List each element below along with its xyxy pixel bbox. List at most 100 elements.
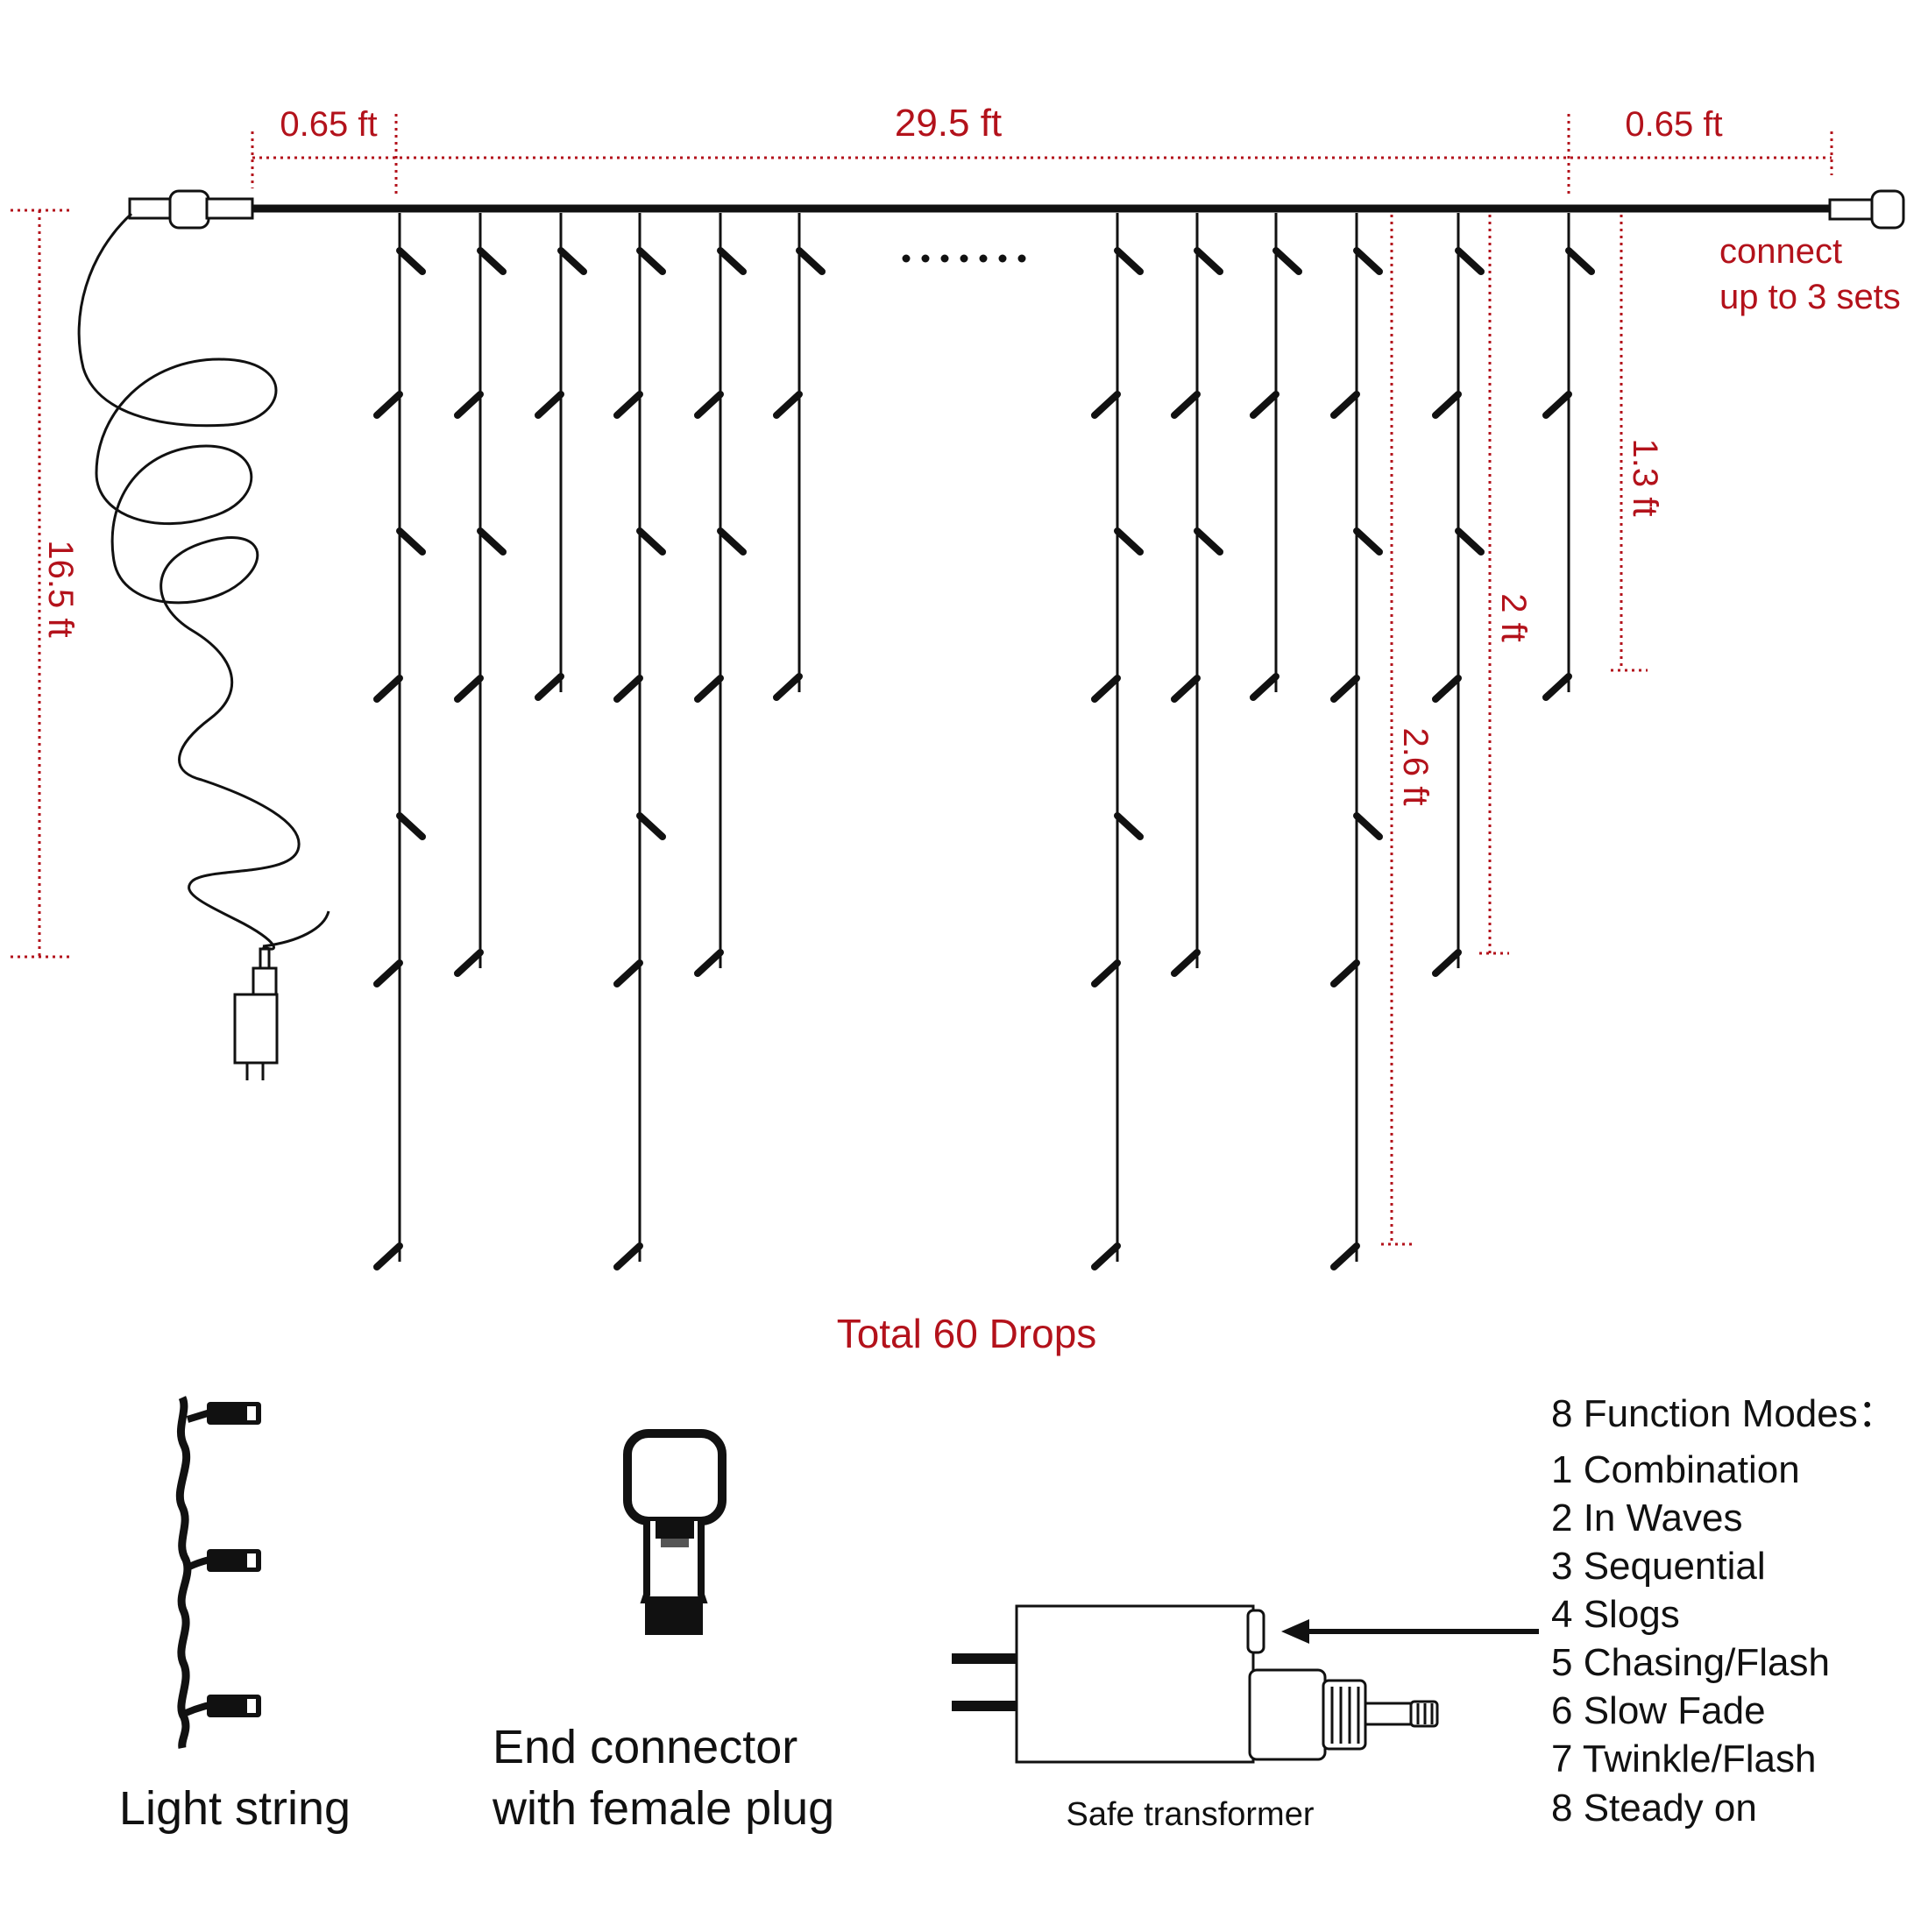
drop-bulb xyxy=(1091,959,1121,987)
transformer-mode-button xyxy=(1246,1609,1265,1654)
drop-bulb xyxy=(1171,675,1201,703)
drop-bulb xyxy=(373,1242,403,1270)
drop-bulb xyxy=(1250,391,1279,419)
drop-bulb xyxy=(1091,675,1121,703)
drop-bulb xyxy=(1353,247,1383,275)
function-mode-item: 6 Slow Fade xyxy=(1551,1689,1766,1732)
drop-bulb xyxy=(613,1242,643,1270)
light-drops xyxy=(373,213,1595,1270)
ellipsis-dot xyxy=(1017,254,1026,263)
ellipsis-dot xyxy=(940,254,949,263)
drop-bulb xyxy=(613,391,643,419)
ellipsis-dot xyxy=(979,254,988,263)
drop-bulb xyxy=(454,949,484,977)
drop-bulb xyxy=(535,673,564,701)
cord-end-plug xyxy=(233,947,279,1080)
function-mode-item: 2 In Waves xyxy=(1551,1497,1742,1539)
end-connector-plug xyxy=(645,1600,703,1635)
light-bulb-tip xyxy=(247,1699,256,1713)
drop-bulb xyxy=(773,673,803,701)
drop-bulb xyxy=(636,812,666,840)
function-mode-item: 1 Combination xyxy=(1551,1448,1800,1491)
safe-transformer-illustration xyxy=(952,1604,1439,1764)
function-mode-item: 5 Chasing/Flash xyxy=(1551,1641,1830,1684)
plug-collar xyxy=(252,966,278,996)
function-mode-item: 8 Steady on xyxy=(1551,1787,1757,1829)
drop-bulb xyxy=(1353,527,1383,556)
drop-bulb xyxy=(717,527,747,556)
end-connector-label-line1: End connector xyxy=(493,1721,797,1773)
drop-bulb xyxy=(1542,391,1572,419)
drop-bulb xyxy=(717,247,747,275)
drop-bulb xyxy=(1114,812,1144,840)
drop-bulb xyxy=(1432,391,1462,419)
cord-tail xyxy=(262,910,330,948)
connect-label-line2: up to 3 sets xyxy=(1719,278,1901,316)
drop-bulb xyxy=(1455,527,1485,556)
drop-bulb xyxy=(557,247,587,275)
safe-transformer-label: Safe transformer xyxy=(1067,1796,1315,1833)
drop-bulb xyxy=(477,247,507,275)
function-mode-item: 3 Sequential xyxy=(1551,1545,1766,1588)
drop-bulb xyxy=(373,391,403,419)
drop-bulb xyxy=(1272,247,1302,275)
drop-bulb xyxy=(396,527,426,556)
ellipsis-dot xyxy=(998,254,1007,263)
total-drops-label: Total 60 Drops xyxy=(837,1311,1097,1356)
drop-bulb xyxy=(1330,391,1360,419)
right-lead-label: 0.65 ft xyxy=(1625,105,1722,144)
plug-stem xyxy=(259,947,271,970)
function-mode-item: 7 Twinkle/Flash xyxy=(1551,1737,1816,1780)
main-length-label: 29.5 ft xyxy=(895,102,1002,145)
drop-bulb xyxy=(1194,247,1223,275)
drop-bulb xyxy=(1114,247,1144,275)
drop-bulb xyxy=(1330,1242,1360,1270)
drop-bulb xyxy=(1171,391,1201,419)
drop-bulb xyxy=(636,247,666,275)
light-bulb-tip xyxy=(247,1553,256,1568)
function-mode-item: 4 Slogs xyxy=(1551,1593,1680,1636)
power-cord xyxy=(77,212,301,951)
drop-bulb xyxy=(1330,959,1360,987)
drop-bulb xyxy=(773,391,803,419)
drop-bulb xyxy=(1455,247,1485,275)
light-string-illustration xyxy=(175,1396,261,1749)
left-connector-sleeve xyxy=(128,197,174,220)
drop-bulb xyxy=(694,391,724,419)
light-string-branch xyxy=(184,1702,211,1716)
drop-bulb xyxy=(1091,1242,1121,1270)
drop-bulb xyxy=(1114,527,1144,556)
drop-bulb xyxy=(1565,247,1595,275)
drop-bulb xyxy=(396,812,426,840)
transformer-output-pin xyxy=(1364,1702,1413,1726)
end-connector-band xyxy=(656,1521,694,1539)
drop-bulb xyxy=(1194,527,1223,556)
drop-medium-label: 2 ft xyxy=(1494,593,1533,642)
connect-label-line1: connect xyxy=(1719,232,1842,271)
ellipsis-dot xyxy=(902,254,911,263)
end-connector-head xyxy=(623,1429,727,1525)
drop-bulb xyxy=(1091,391,1121,419)
drop-bulb xyxy=(373,675,403,703)
drop-long-label: 2.6 ft xyxy=(1396,728,1435,806)
drop-bulb xyxy=(535,391,564,419)
left-connector xyxy=(128,189,254,230)
drop-bulb xyxy=(454,675,484,703)
mode-arrow-head xyxy=(1281,1619,1309,1644)
light-bulb-tip xyxy=(247,1406,256,1420)
end-connector-label-line2: with female plug xyxy=(492,1782,834,1835)
ellipsis-dot xyxy=(921,254,930,263)
light-string-wire xyxy=(175,1396,192,1749)
function-modes-list: 8 Function Modes： 1 Combination 2 In Wav… xyxy=(1551,1392,1896,1829)
end-connector-band xyxy=(661,1539,689,1547)
drop-bulb xyxy=(1171,949,1201,977)
drop-short-label: 1.3 ft xyxy=(1626,439,1664,517)
left-connector-body xyxy=(205,197,254,220)
end-connector-illustration xyxy=(623,1429,727,1635)
right-connector-sleeve xyxy=(1828,198,1877,221)
drop-bulb xyxy=(694,675,724,703)
left-connector-head xyxy=(168,189,210,230)
function-modes-title: 8 Function Modes： xyxy=(1551,1392,1896,1435)
